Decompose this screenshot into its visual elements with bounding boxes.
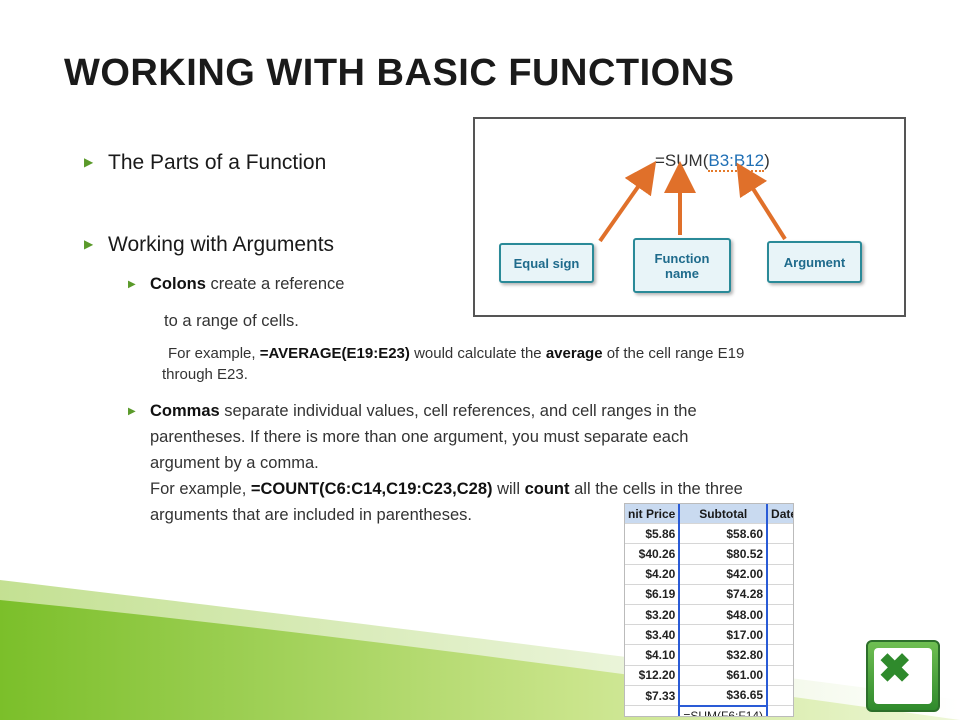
table-row: $3.20$48.00 <box>625 604 793 626</box>
subtotal-cell[interactable]: $80.52 <box>678 543 769 565</box>
bullet-colons: ▶Colons create a reference <box>128 275 345 293</box>
bullet-working-with-arguments: ▶Working with Arguments <box>84 233 335 256</box>
triangle-right-icon: ▶ <box>84 237 94 251</box>
unit-price-cell[interactable]: $12.20 <box>625 665 680 686</box>
formula-row: =SUM(F6:F14) <box>625 704 793 716</box>
colons-line2: to a range of cells. <box>164 312 299 330</box>
bullet-parts-of-function: ▶The Parts of a Function <box>84 151 327 174</box>
table-row: $3.40$17.00 <box>625 624 793 646</box>
date-cell[interactable] <box>767 543 793 565</box>
date-cell[interactable] <box>767 624 793 646</box>
arrow-equal-sign <box>598 160 657 243</box>
arrow-argument <box>736 162 787 241</box>
date-cell[interactable] <box>767 644 793 666</box>
subtotal-cell[interactable]: $58.60 <box>678 523 769 545</box>
unit-price-cell[interactable]: $5.86 <box>625 523 680 545</box>
subtotal-cell[interactable]: $74.28 <box>678 584 769 605</box>
green-swoosh-decoration <box>0 580 960 720</box>
table-row: $5.86$58.60 <box>625 523 793 545</box>
sum-formula-cell[interactable]: =SUM(F6:F14) <box>678 704 769 716</box>
spreadsheet-table: nit Price Subtotal Date $5.86$58.60 $40.… <box>625 504 793 716</box>
date-cell[interactable] <box>767 604 793 626</box>
header-subtotal: Subtotal <box>678 504 769 525</box>
date-cell[interactable] <box>767 705 793 716</box>
table-row: $40.26$80.52 <box>625 543 793 565</box>
unit-price-cell[interactable]: $4.10 <box>625 644 680 666</box>
commas-text: parentheses. If there is more than one a… <box>150 428 743 524</box>
spreadsheet-excerpt: nit Price Subtotal Date $5.86$58.60 $40.… <box>624 503 794 717</box>
colons-example: For example, =AVERAGE(E19:E23) would cal… <box>162 345 745 383</box>
excel-logo-icon: ✖ <box>866 640 940 712</box>
function-name-box: Function name <box>633 238 731 293</box>
subtotal-cell[interactable]: $42.00 <box>678 564 769 585</box>
table-row: $7.33$36.65 <box>625 685 793 707</box>
unit-price-cell[interactable]: $7.33 <box>625 685 680 707</box>
triangle-right-icon: ▶ <box>128 279 136 290</box>
slide-title: WORKING WITH BASIC FUNCTIONS <box>64 52 735 94</box>
date-cell[interactable] <box>767 665 793 686</box>
diagram-arrows <box>598 160 787 243</box>
subtotal-cell[interactable]: $17.00 <box>678 624 769 646</box>
unit-price-cell[interactable]: $4.20 <box>625 564 680 585</box>
date-cell[interactable] <box>767 584 793 605</box>
unit-price-cell[interactable]: $3.40 <box>625 624 680 646</box>
unit-price-cell[interactable]: $6.19 <box>625 584 680 605</box>
unit-price-cell[interactable]: $3.20 <box>625 604 680 626</box>
argument-box: Argument <box>767 241 862 283</box>
equal-sign-box: Equal sign <box>499 243 594 283</box>
date-cell[interactable] <box>767 523 793 545</box>
triangle-right-icon: ▶ <box>84 155 94 169</box>
function-parts-diagram: =SUM(B3:B12) Equal sign Function name Ar… <box>473 117 906 317</box>
subtotal-cell[interactable]: $36.65 <box>678 685 769 707</box>
subtotal-cell[interactable]: $48.00 <box>678 604 769 626</box>
table-row: $4.10$32.80 <box>625 644 793 666</box>
subtotal-cell[interactable]: $32.80 <box>678 644 769 666</box>
date-cell[interactable] <box>767 685 793 707</box>
header-date: Date <box>767 504 793 525</box>
unit-price-cell[interactable]: $40.26 <box>625 543 680 565</box>
triangle-right-icon: ▶ <box>128 406 136 417</box>
bullet-commas: ▶Commas separate individual values, cell… <box>128 398 697 427</box>
empty-cell[interactable] <box>625 705 680 716</box>
header-unit-price: nit Price <box>625 504 680 525</box>
table-row: $4.20$42.00 <box>625 564 793 585</box>
table-row: $12.20$61.00 <box>625 665 793 686</box>
date-cell[interactable] <box>767 564 793 585</box>
table-header-row: nit Price Subtotal Date <box>625 504 793 525</box>
subtotal-cell[interactable]: $61.00 <box>678 665 769 686</box>
table-row: $6.19$74.28 <box>625 584 793 605</box>
